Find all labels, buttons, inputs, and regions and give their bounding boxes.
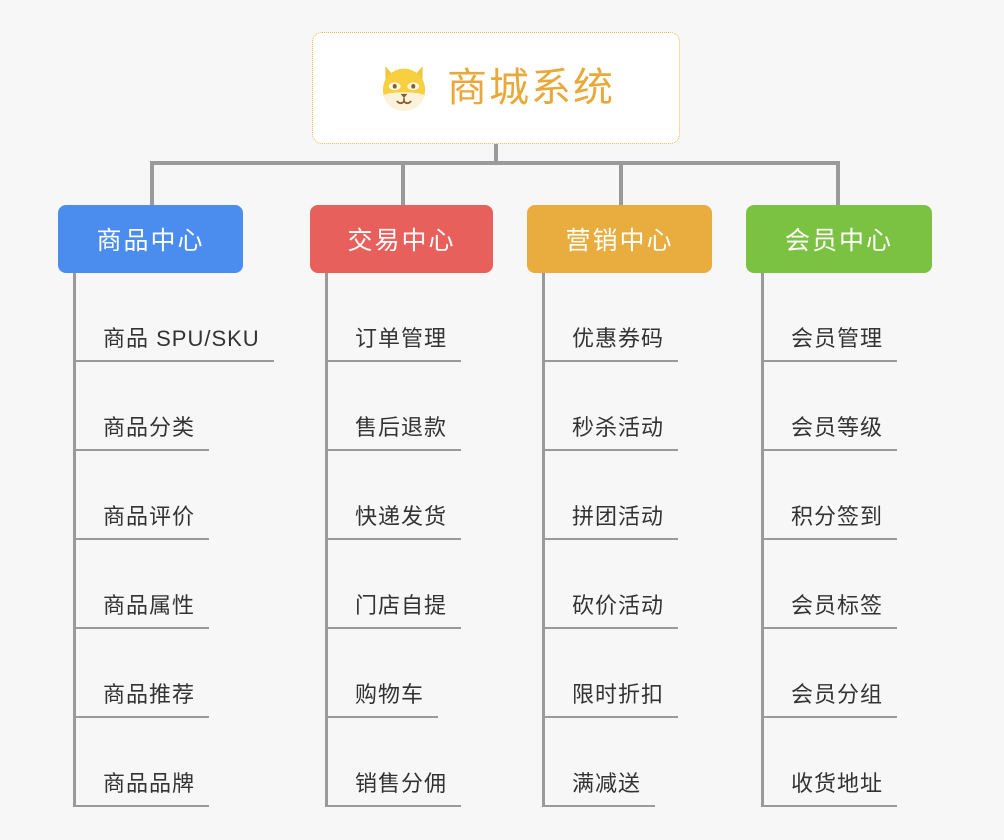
leaf-item-label: 销售分佣 [325, 766, 462, 807]
root-node[interactable]: 商城系统 [312, 32, 680, 144]
leaf-item-label: 满减送 [542, 766, 656, 807]
connector-root-stem [494, 144, 498, 164]
connector-drop-3 [619, 161, 623, 205]
leaf-list: 订单管理售后退款快递发货门店自提购物车销售分佣 [310, 273, 493, 807]
leaf-item[interactable]: 销售分佣 [325, 718, 493, 807]
branch-header[interactable]: 营销中心 [527, 205, 712, 273]
leaf-list: 优惠券码秒杀活动拼团活动砍价活动限时折扣满减送 [527, 273, 712, 807]
branch-column: 会员中心会员管理会员等级积分签到会员标签会员分组收货地址 [746, 205, 932, 807]
leaf-item-label: 门店自提 [325, 588, 462, 629]
leaf-item[interactable]: 商品属性 [73, 540, 243, 629]
branch-leaf-group: 会员管理会员等级积分签到会员标签会员分组收货地址 [746, 273, 932, 807]
branch-header-label: 营销中心 [565, 227, 674, 255]
leaf-item-label: 商品品牌 [73, 766, 210, 807]
leaf-item[interactable]: 会员管理 [761, 273, 932, 362]
leaf-item[interactable]: 会员标签 [761, 540, 932, 629]
connector-horizontal-bus [150, 161, 840, 165]
branch-spine [542, 273, 545, 807]
leaf-list: 商品 SPU/SKU 商品分类商品评价商品属性商品推荐商品品牌 [58, 273, 274, 807]
leaf-item-label: 砍价活动 [542, 588, 679, 629]
leaf-item-label: 商品推荐 [73, 677, 210, 718]
leaf-item[interactable]: 砍价活动 [542, 540, 712, 629]
leaf-item-label: 优惠券码 [542, 321, 679, 362]
leaf-item-label: 会员标签 [761, 588, 898, 629]
connector-drop-1 [150, 161, 154, 205]
leaf-item[interactable]: 商品 SPU/SKU [73, 273, 274, 362]
leaf-item[interactable]: 会员等级 [761, 362, 932, 451]
branch-header-label: 商品中心 [96, 227, 205, 255]
leaf-item[interactable]: 订单管理 [325, 273, 493, 362]
leaf-item-label: 商品评价 [73, 499, 210, 540]
leaf-item[interactable]: 优惠券码 [542, 273, 712, 362]
leaf-item-label: 订单管理 [325, 321, 462, 362]
branch-leaf-group: 优惠券码秒杀活动拼团活动砍价活动限时折扣满减送 [527, 273, 712, 807]
leaf-item[interactable]: 限时折扣 [542, 629, 712, 718]
branch-header[interactable]: 商品中心 [58, 205, 243, 273]
leaf-item[interactable]: 商品评价 [73, 451, 243, 540]
leaf-item-label: 会员分组 [761, 677, 898, 718]
branch-column: 商品中心商品 SPU/SKU 商品分类商品评价商品属性商品推荐商品品牌 [58, 205, 274, 807]
branch-leaf-group: 订单管理售后退款快递发货门店自提购物车销售分佣 [310, 273, 493, 807]
branch-spine [73, 273, 76, 807]
leaf-item-label: 收货地址 [761, 766, 898, 807]
branch-header-label: 会员中心 [784, 227, 893, 255]
leaf-item[interactable]: 商品推荐 [73, 629, 243, 718]
leaf-item-label: 秒杀活动 [542, 410, 679, 451]
branch-header[interactable]: 交易中心 [310, 205, 493, 273]
leaf-item[interactable]: 满减送 [542, 718, 712, 807]
connector-drop-4 [836, 161, 840, 205]
shiba-dog-icon [382, 66, 426, 111]
leaf-item[interactable]: 收货地址 [761, 718, 932, 807]
leaf-item[interactable]: 积分签到 [761, 451, 932, 540]
leaf-item[interactable]: 购物车 [325, 629, 493, 718]
leaf-item-label: 商品 SPU/SKU [73, 321, 274, 362]
branch-leaf-group: 商品 SPU/SKU 商品分类商品评价商品属性商品推荐商品品牌 [58, 273, 274, 807]
leaf-list: 会员管理会员等级积分签到会员标签会员分组收货地址 [746, 273, 932, 807]
leaf-item-label: 积分签到 [761, 499, 898, 540]
leaf-item[interactable]: 门店自提 [325, 540, 493, 629]
leaf-item-label: 购物车 [325, 677, 439, 718]
leaf-item-label: 商品分类 [73, 410, 210, 451]
leaf-item[interactable]: 商品品牌 [73, 718, 243, 807]
connector-drop-2 [401, 161, 405, 205]
leaf-item-label: 会员等级 [761, 410, 898, 451]
leaf-item-label: 会员管理 [761, 321, 898, 362]
leaf-item[interactable]: 快递发货 [325, 451, 493, 540]
branch-header[interactable]: 会员中心 [746, 205, 932, 273]
leaf-item[interactable]: 拼团活动 [542, 451, 712, 540]
leaf-item[interactable]: 会员分组 [761, 629, 932, 718]
leaf-item-label: 售后退款 [325, 410, 462, 451]
branch-spine [761, 273, 764, 807]
branch-column: 交易中心订单管理售后退款快递发货门店自提购物车销售分佣 [310, 205, 493, 807]
leaf-item-label: 拼团活动 [542, 499, 679, 540]
branch-column: 营销中心优惠券码秒杀活动拼团活动砍价活动限时折扣满减送 [527, 205, 712, 807]
leaf-item[interactable]: 售后退款 [325, 362, 493, 451]
leaf-item-label: 限时折扣 [542, 677, 679, 718]
leaf-item-label: 商品属性 [73, 588, 210, 629]
root-title: 商城系统 [447, 66, 615, 110]
leaf-item-label: 快递发货 [325, 499, 462, 540]
leaf-item[interactable]: 秒杀活动 [542, 362, 712, 451]
branch-header-label: 交易中心 [347, 227, 456, 255]
branch-spine [325, 273, 328, 807]
leaf-item[interactable]: 商品分类 [73, 362, 243, 451]
